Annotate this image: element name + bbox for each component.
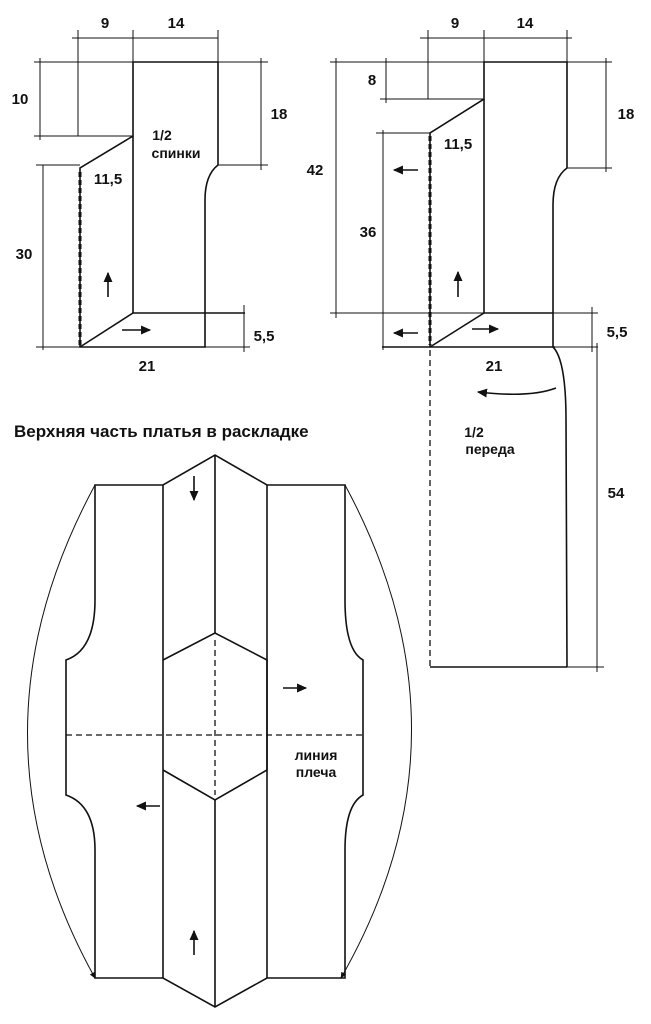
curved-arrow-icon [476, 387, 557, 398]
shoulder-label-line1: линия [295, 747, 338, 763]
front-height-inner: 36 [360, 224, 377, 241]
front-height-total: 42 [307, 162, 324, 179]
back-height-side: 30 [16, 246, 33, 263]
back-height-right: 18 [271, 106, 288, 123]
front-label-fraction: 1/2 [464, 424, 484, 440]
back-bottom-width: 21 [139, 358, 156, 375]
back-bevel: 11,5 [94, 171, 122, 188]
front-label-name: переда [465, 441, 514, 457]
shoulder-label-line2: плеча [296, 764, 337, 780]
back-label-fraction: 1/2 [152, 127, 172, 143]
layout-outline [65, 454, 364, 1008]
back-width-top-left: 9 [101, 15, 109, 32]
curved-arrow-icon [27, 484, 96, 979]
back-height-top: 10 [12, 91, 29, 108]
back-bottom-right: 5,5 [254, 328, 275, 345]
front-outline [429, 61, 568, 347]
front-bevel: 11,5 [444, 136, 472, 153]
front-height-right: 18 [618, 106, 635, 123]
front-pattern: 9 14 8 42 36 18 11,5 5,5 21 54 1/2 перед… [307, 15, 635, 672]
front-width-top-right: 14 [517, 15, 534, 32]
back-bevel-line [79, 312, 134, 348]
back-width-top-right: 14 [168, 15, 185, 32]
curved-arrow-icon [340, 484, 412, 979]
front-bottom-width: 21 [486, 358, 503, 375]
front-width-top-left: 9 [451, 15, 459, 32]
front-skirt-side [552, 346, 568, 668]
layout-pattern: линия плеча [27, 454, 412, 1008]
front-height-skirt: 54 [608, 485, 625, 502]
back-pattern: 9 14 10 18 30 11,5 5,5 21 1/2 спинки [12, 15, 288, 375]
front-height-small: 8 [368, 72, 376, 89]
layout-center-hexagon [162, 632, 268, 801]
back-outline [79, 61, 219, 348]
front-bevel-line [429, 312, 485, 348]
back-label-name: спинки [152, 145, 201, 161]
front-bottom-right: 5,5 [607, 324, 628, 341]
layout-title: Верхняя часть платья в раскладке [14, 422, 309, 441]
